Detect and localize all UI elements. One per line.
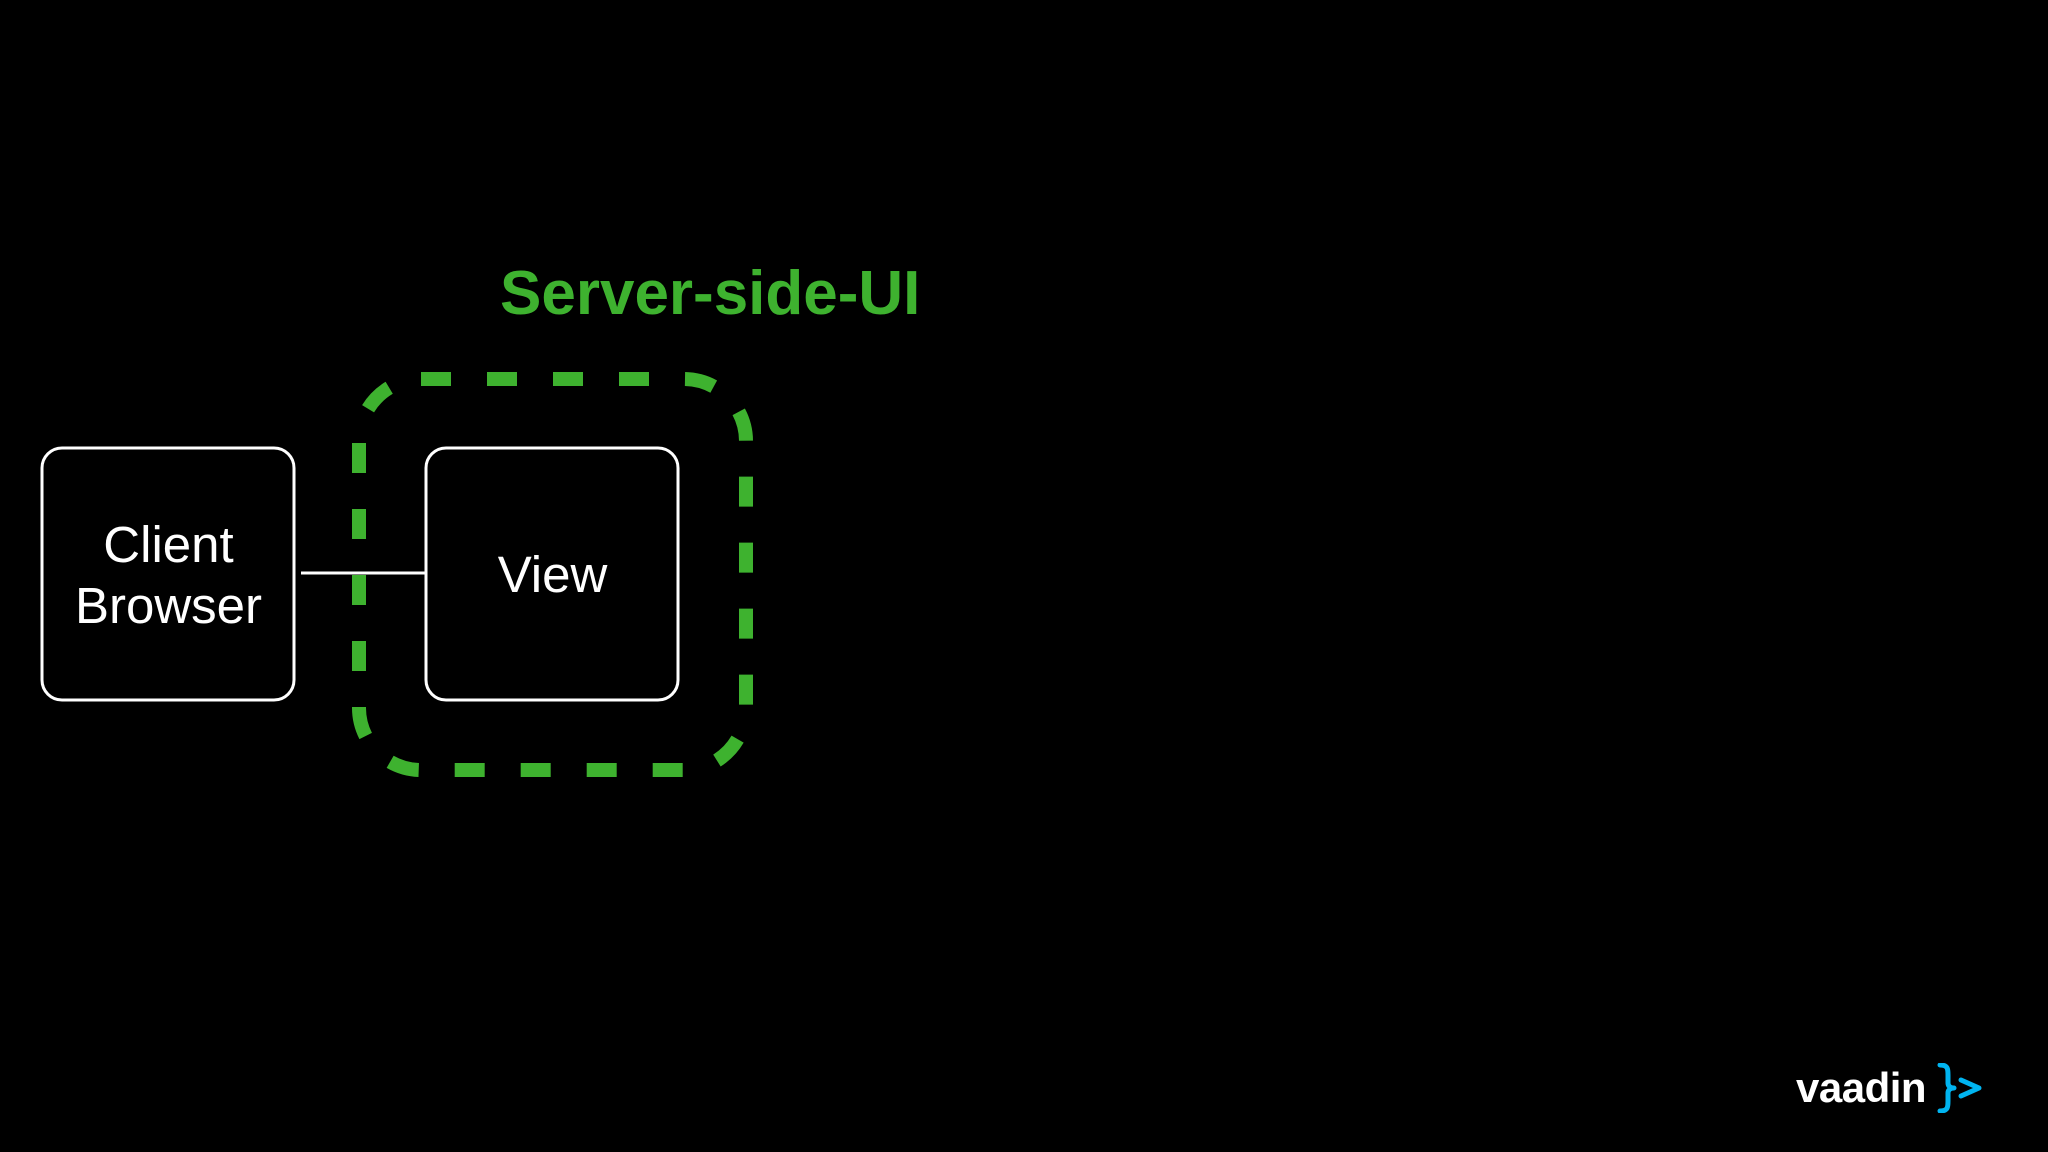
- client-label-line-1: Client: [103, 515, 234, 573]
- view-box: [424, 446, 680, 702]
- client-label-line-2: Browser: [74, 576, 263, 634]
- vaadin-logo-word: vaadin: [1796, 1064, 1927, 1111]
- client-browser-label: Client Browser: [43, 449, 294, 700]
- vaadin-logo: vaadin: [1796, 1063, 1984, 1113]
- server-side-ui-title: Server-side-UI: [500, 259, 921, 328]
- client-browser-box: [40, 446, 296, 702]
- view-label: View: [427, 449, 678, 700]
- vaadin-logo-mark-icon: [1937, 1063, 1982, 1113]
- view-label-text: View: [497, 546, 608, 603]
